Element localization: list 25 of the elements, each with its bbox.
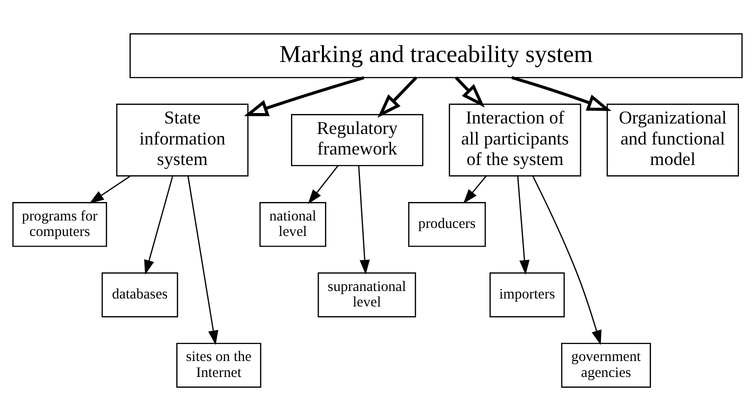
arrow [144,176,174,274]
node-box: national level [259,202,326,246]
node-box: producers [408,202,486,246]
arrow [89,175,131,203]
arrow [517,176,530,274]
node-box: programs for computers [12,202,108,246]
node-box: sites on the Internet [176,342,262,388]
arrow [244,76,364,116]
node-box: Interaction of all participants of the system [448,103,582,176]
arrow [511,76,612,110]
node-box: Regulatory framework [291,113,424,166]
arrow [378,76,418,118]
node-box: supranational level [318,272,416,317]
arrow [454,76,485,107]
node-box: government agencies [561,342,651,388]
arrow [463,175,487,204]
node-box: importers [490,272,565,317]
arrow [187,176,218,345]
node-box: State information system [116,103,248,176]
arrow [358,165,370,274]
arrow [532,175,602,344]
arrow [308,165,338,204]
node-box: Marking and traceability system [130,32,743,78]
node-box: Organizational and functional model [606,103,739,176]
node-box: databases [102,272,178,317]
